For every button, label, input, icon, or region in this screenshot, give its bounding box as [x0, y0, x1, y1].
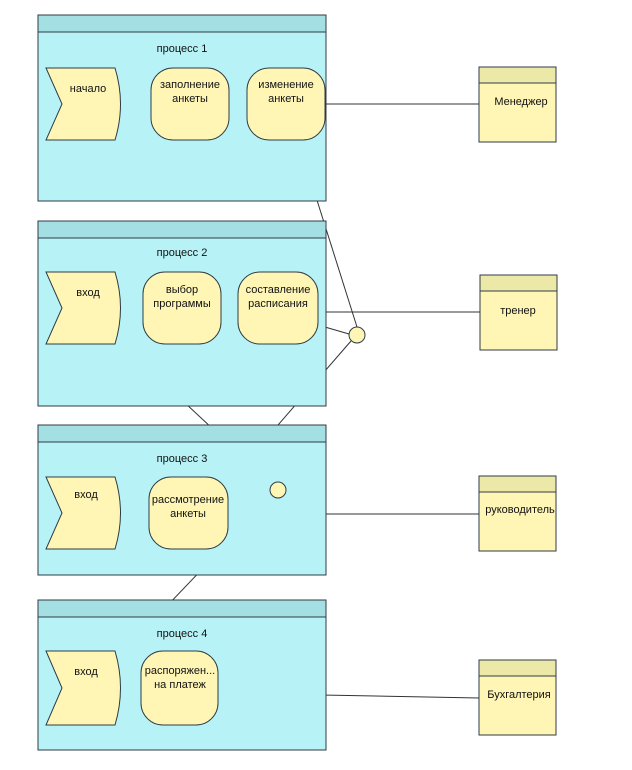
pool-title: процесс 2 — [157, 247, 208, 259]
step-label-line1: рассмотрение — [152, 494, 224, 506]
pool-process-1: процесс 1 начало заполнение анкеты измен… — [37, 14, 327, 202]
step-label-line1: распоряжен... — [145, 665, 215, 677]
junction-circle[interactable] — [269, 481, 287, 499]
event-login[interactable]: вход — [45, 271, 121, 345]
step-label: вход — [74, 666, 98, 678]
activity-edit-form[interactable]: изменение анкеты — [246, 67, 326, 141]
step-label-line2: анкеты — [268, 93, 304, 105]
pool-process-4: процесс 4 вход распоряжен... на платеж — [37, 599, 327, 751]
role-manager[interactable]: Менеджер — [478, 66, 557, 143]
pool-title: процесс 4 — [157, 628, 208, 640]
role-label: Бухгалтерия — [487, 689, 551, 701]
role-label: тренер — [500, 305, 536, 317]
junction-circle[interactable] — [348, 326, 366, 344]
step-label-line2: анкеты — [172, 93, 208, 105]
activity-payment-order[interactable]: распоряжен... на платеж — [140, 650, 219, 726]
role-accounting[interactable]: Бухгалтерия — [478, 659, 557, 736]
role-supervisor[interactable]: руководитель — [478, 475, 557, 552]
step-label-line2: программы — [153, 298, 211, 310]
activity-make-schedule[interactable]: составление расписания — [237, 271, 319, 345]
event-login[interactable]: вход — [45, 476, 121, 550]
step-label-line2: анкеты — [170, 508, 206, 520]
step-label-line2: расписания — [248, 298, 308, 310]
step-label-line1: изменение — [258, 79, 313, 91]
step-label-line2: на платеж — [154, 679, 206, 691]
step-label: начало — [70, 83, 106, 95]
step-label-line1: заполнение — [160, 79, 220, 91]
pool-process-2: процесс 2 вход выбор программы составлен… — [37, 220, 327, 407]
pool-title: процесс 3 — [157, 453, 208, 465]
role-trainer[interactable]: тренер — [479, 274, 558, 351]
event-start[interactable]: начало — [45, 67, 121, 141]
step-label: вход — [76, 287, 100, 299]
pool-process-3: процесс 3 вход рассмотрение анкеты — [37, 424, 327, 576]
step-label-line1: выбор — [166, 284, 198, 296]
activity-fill-form[interactable]: заполнение анкеты — [150, 67, 230, 141]
activity-choose-program[interactable]: выбор программы — [142, 271, 222, 345]
step-label-line1: составление — [246, 284, 311, 296]
event-login[interactable]: вход — [45, 650, 121, 726]
activity-review-form[interactable]: рассмотрение анкеты — [148, 476, 229, 550]
step-label: вход — [74, 489, 98, 501]
role-label: Менеджер — [494, 96, 547, 108]
pool-title: процесс 1 — [157, 43, 208, 55]
role-label: руководитель — [485, 504, 555, 516]
